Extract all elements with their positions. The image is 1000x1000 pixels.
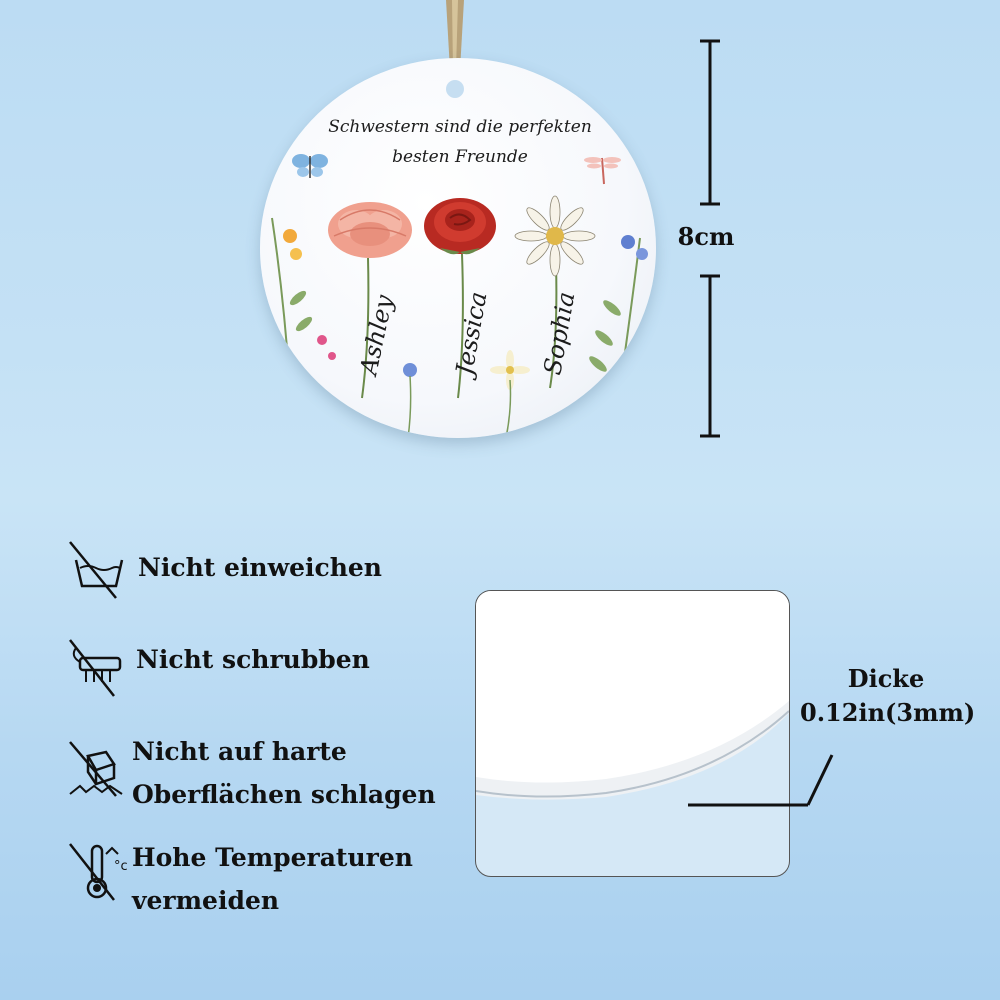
wildflowers-right (589, 235, 648, 389)
small-flowers-bottom (403, 350, 530, 438)
dragonfly-icon (584, 157, 621, 185)
carnation-flower (328, 202, 412, 258)
care-text-no-high-temperature: Hohe Temperaturen vermeiden (132, 836, 413, 922)
thickness-detail-box (475, 590, 790, 877)
hanging-hole (446, 80, 464, 98)
thickness-value: 0.12in(3mm) (800, 698, 976, 727)
care-text-no-scrub: Nicht schrubben (136, 645, 370, 674)
thickness-label: Dicke 0.12in(3mm) (800, 662, 976, 730)
wildflowers-left (271, 217, 336, 389)
daisy-flower (514, 195, 596, 277)
butterfly-icon (292, 154, 328, 178)
no-soak-icon (69, 541, 124, 599)
disk-edge-closeup (476, 591, 789, 800)
no-scrub-icon (69, 639, 122, 697)
care-text-no-hard-surface-line-1: Nicht auf harte (132, 737, 347, 766)
care-text-no-high-temperature-line-2: vermeiden (132, 886, 280, 915)
care-text-no-hard-surface-line-2: Oberflächen schlagen (132, 780, 436, 809)
rose-flower (424, 198, 496, 255)
ornament-disc: Schwestern sind die perfekten besten Fre… (260, 58, 656, 438)
flower-illustration: Ashley Jessica Sophia (271, 154, 648, 438)
svg-text:°c: °c (114, 859, 128, 874)
care-text-no-high-temperature-line-1: Hohe Temperaturen (132, 843, 413, 872)
care-text-no-hard-surface: Nicht auf harte Oberflächen schlagen (132, 730, 436, 816)
thickness-pointer-line (688, 754, 834, 807)
ornament-product: Schwestern sind die perfekten besten Fre… (260, 0, 660, 440)
quote-line-2: besten Freunde (392, 147, 528, 167)
no-high-temperature-icon: °c (69, 843, 128, 901)
name-sophia: Sophia (538, 290, 580, 377)
thickness-title: Dicke (847, 664, 925, 693)
quote-line-1: Schwestern sind die perfekten (328, 117, 592, 137)
name-ashley: Ashley (354, 292, 399, 379)
size-label: 8cm (677, 222, 735, 251)
size-dimension-line (700, 39, 720, 438)
care-text-no-soak: Nicht einweichen (138, 553, 382, 582)
no-hard-surface-icon (69, 741, 123, 797)
ornament-quote: Schwestern sind die perfekten besten Fre… (320, 112, 600, 172)
name-jessica: Jessica (449, 290, 492, 382)
